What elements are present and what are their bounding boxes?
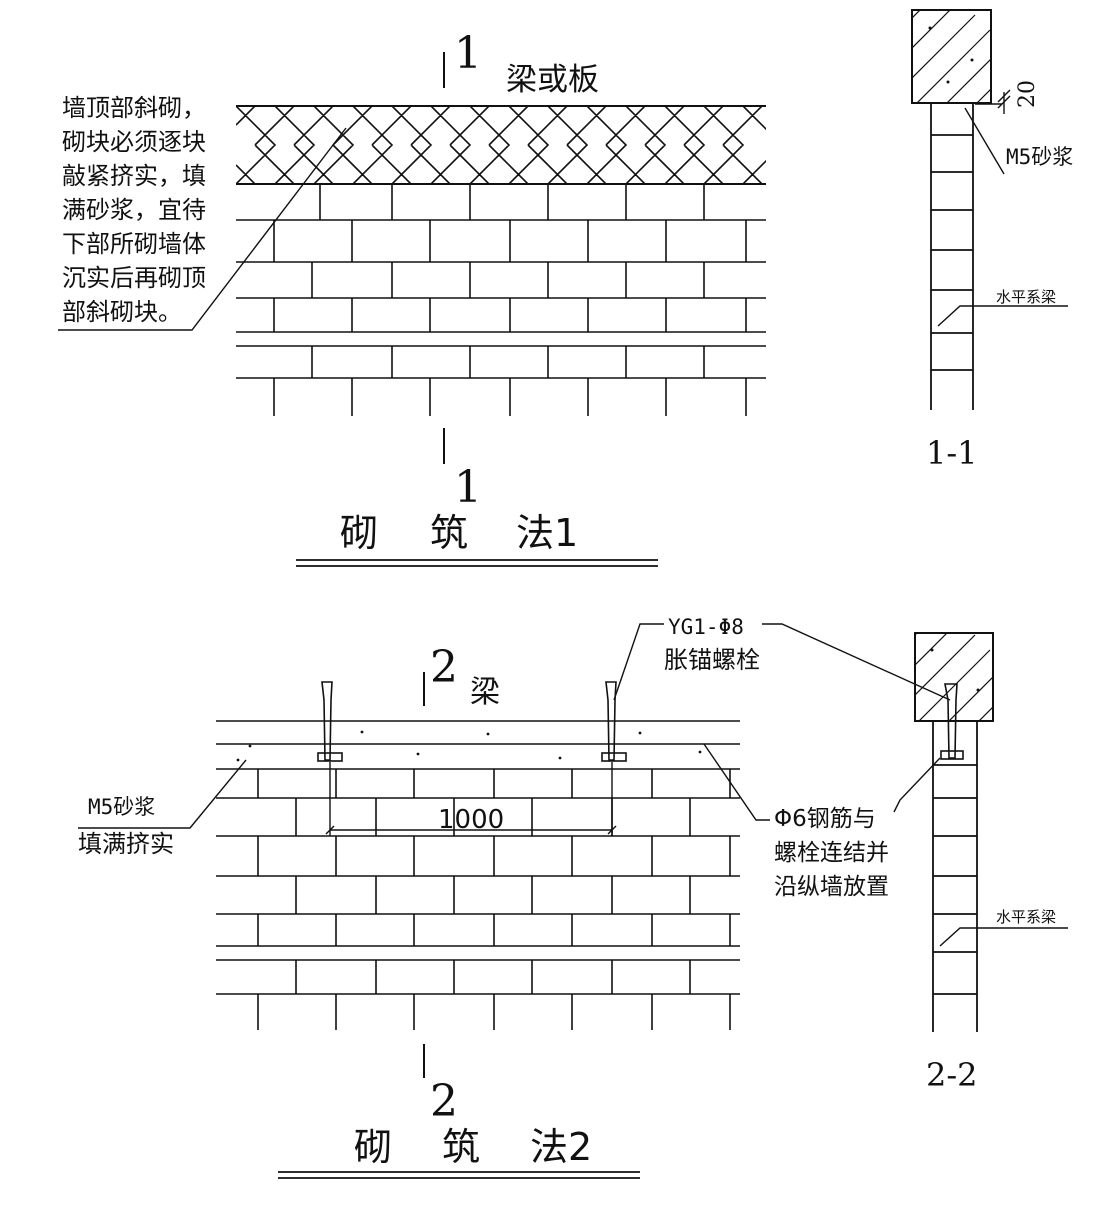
- masonry-method-1-elevation: [58, 52, 766, 567]
- section-mark-2-top-label: 2: [430, 642, 458, 693]
- section-2-2-wall: [932, 721, 978, 1032]
- section-2-2-rebar-leader: [893, 757, 941, 813]
- section-1-1-wall: [930, 103, 974, 410]
- section-2-2: 水平系梁 2-2: [893, 632, 1068, 1094]
- inclined-brick-note: 墙顶部斜砌， 砌块必须逐块 敲紧挤实，填 满砂浆，宜待 下部所砌墙体 沉实后再砌…: [62, 94, 206, 326]
- rebar-leader-line: [703, 743, 770, 821]
- section-2-2-tie-beam-leader: [939, 927, 1068, 947]
- rebar-note: Φ6钢筋与 螺栓连结并 沿纵墙放置: [774, 806, 889, 900]
- mortar-leader-line: [78, 759, 247, 829]
- note-line: 下部所砌墙体: [62, 230, 206, 258]
- note-line: 墙顶部斜砌，: [62, 94, 206, 122]
- dimension-20-label: 20: [1015, 80, 1040, 108]
- section-2-2-tie-beam-label: 水平系梁: [996, 908, 1056, 926]
- anchor-bolt-name-label: 胀锚螺栓: [664, 646, 760, 674]
- note-line: 沉实后再砌顶: [62, 264, 206, 292]
- inclined-brick-slab: [236, 105, 766, 185]
- section-2-2-anchor-bolt: [940, 683, 964, 760]
- dimension-1000-label: 1000: [438, 805, 504, 835]
- section-1-1: 20 M5砂浆 水平系梁 1-1: [911, 9, 1073, 472]
- brick-wall-1: [236, 184, 766, 416]
- section-mark-2-bottom-label: 2: [430, 1076, 458, 1127]
- rebar-note-line: 螺栓连结并: [774, 840, 889, 866]
- caption-2-char: 法2: [530, 1125, 592, 1169]
- caption-1-char: 法1: [516, 511, 578, 555]
- mortar-label: M5砂浆: [88, 795, 155, 819]
- m5-leader-line: [964, 107, 1005, 175]
- section-mark-1-top-label: 1: [454, 28, 482, 79]
- note-line: 敲紧挤实，填: [62, 162, 206, 190]
- m5-mortar-label: M5砂浆: [1006, 145, 1073, 169]
- anchor-bolt-left: [317, 681, 343, 762]
- section-1-1-caption: 1-1: [926, 434, 978, 472]
- note-line: 砌块必须逐块: [62, 128, 206, 156]
- mortar-fill-label: 填满挤实: [78, 830, 174, 858]
- caption-1-char: 砌: [340, 511, 378, 555]
- section-1-1-beam: [911, 9, 992, 104]
- anchor-bolt-spec-label: YG1-Φ8: [668, 615, 744, 639]
- anchor-bolt-right: [601, 681, 627, 762]
- beam-2: [216, 720, 740, 770]
- section-mark-1-bottom-label: 1: [454, 462, 482, 513]
- beam-label: 梁: [470, 675, 500, 710]
- rebar-note-line: 沿纵墙放置: [774, 874, 889, 900]
- tie-beam-label: 水平系梁: [996, 288, 1056, 306]
- dimension-20: [975, 89, 1011, 114]
- beam-or-slab-label: 梁或板: [506, 62, 599, 98]
- caption-2: 砌 筑 法2: [354, 1125, 592, 1169]
- bolt-leader-line-to-section: [762, 623, 951, 701]
- caption-2-char: 筑: [442, 1125, 480, 1169]
- section-2-2-beam: [914, 632, 994, 722]
- masonry-method-2-elevation: 1000: [78, 623, 951, 1179]
- dimension-1000: [325, 762, 617, 836]
- herringbone-pattern: [236, 106, 766, 184]
- bolt-leader-line: [613, 623, 664, 701]
- note-line: 满砂浆，宜待: [62, 196, 206, 224]
- note-leader-line: [58, 127, 347, 331]
- brick-wall-2: [216, 769, 740, 1030]
- section-2-2-caption: 2-2: [926, 1056, 978, 1094]
- caption-1-char: 筑: [430, 511, 468, 555]
- tie-beam-leader-line: [937, 305, 1068, 327]
- rebar-note-line: Φ6钢筋与: [774, 806, 876, 832]
- note-line: 部斜砌块。: [62, 298, 182, 326]
- caption-1: 砌 筑 法1: [340, 511, 578, 555]
- caption-2-char: 砌: [354, 1125, 392, 1169]
